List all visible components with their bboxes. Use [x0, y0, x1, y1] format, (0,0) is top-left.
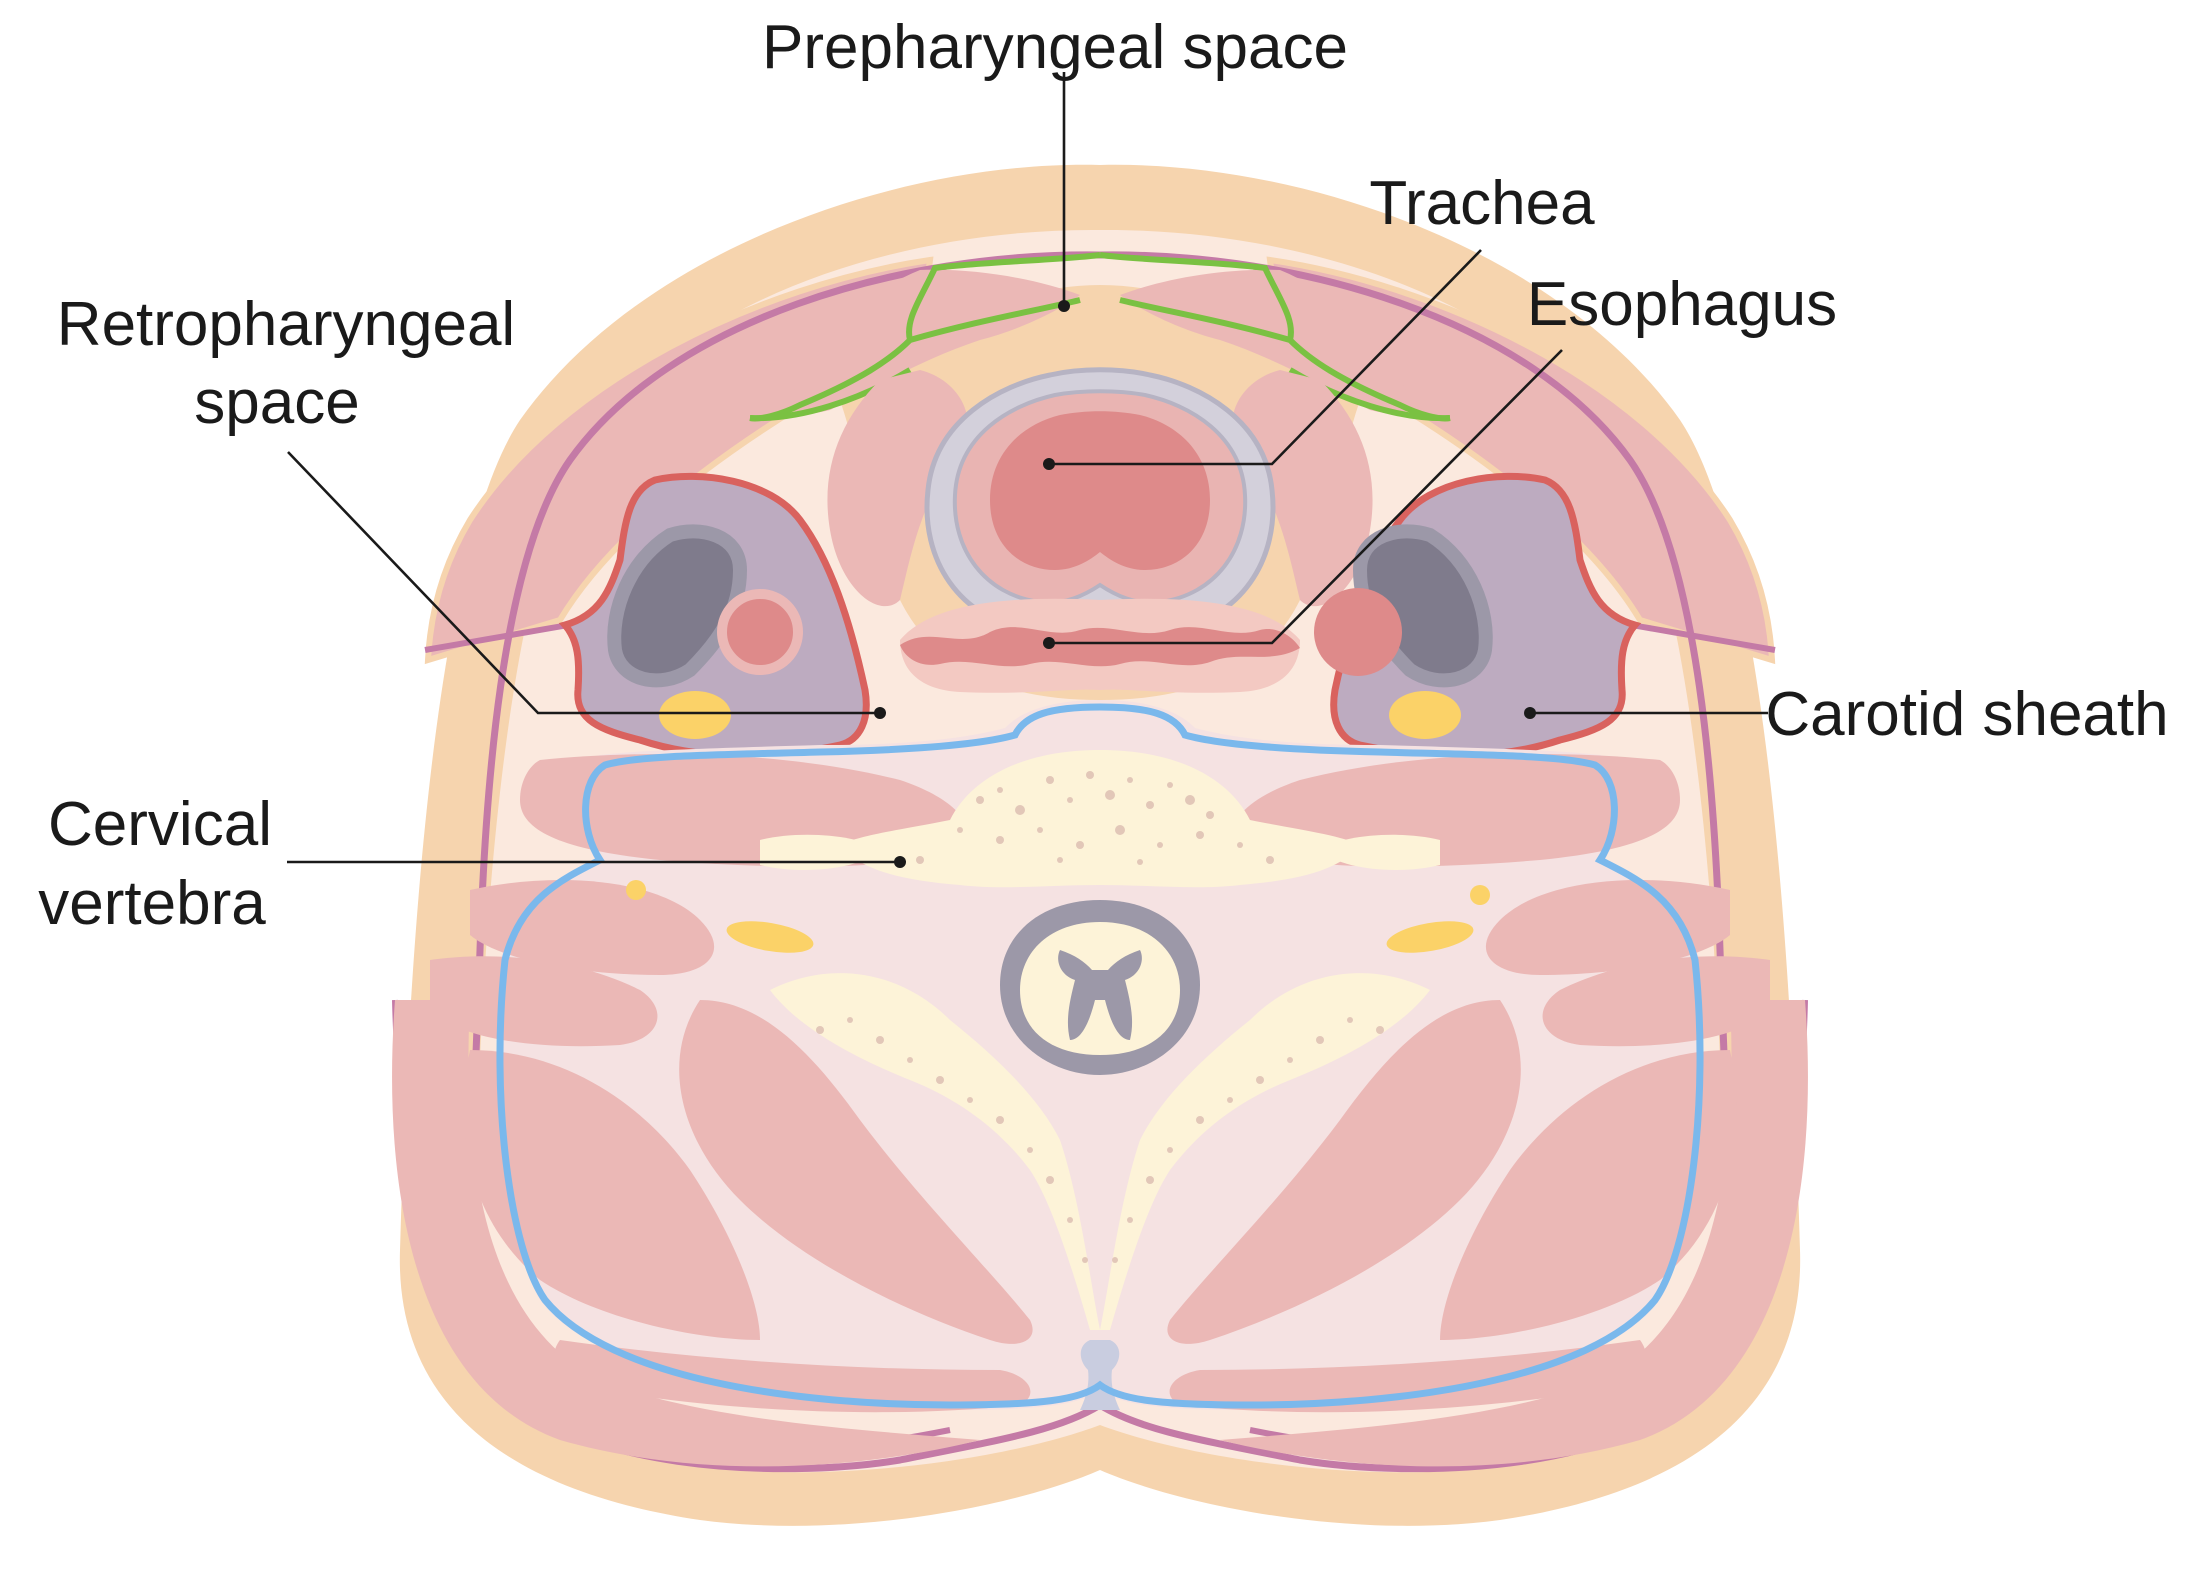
left-sternocleidomastoid-muscle [424, 256, 934, 665]
left-common-carotid-artery [717, 589, 803, 675]
left-trapezius-muscle [392, 1000, 980, 1467]
right-levator-scapulae [1542, 956, 1770, 1047]
right-nerve-root [1386, 921, 1474, 953]
prevertebral-fascia [496, 703, 1704, 1409]
vertebral-arch [770, 973, 1430, 1330]
spinal-cord-gray-matter [1058, 950, 1142, 1040]
dot-retropharyngeal [874, 707, 886, 719]
left-splenius-muscle [463, 1050, 760, 1340]
leader-esophagus [1049, 349, 1563, 645]
dot-carotid [1524, 707, 1536, 719]
dot-prepharyngeal [1058, 300, 1070, 312]
dot-cervical [894, 856, 906, 868]
dot-trachea [1043, 458, 1055, 470]
trachea-lumen [990, 411, 1210, 570]
left-nerve-root [726, 921, 814, 953]
left-vertebral-artery [626, 880, 646, 900]
esophagus-lumen [900, 627, 1300, 667]
right-vertebral-artery [1470, 885, 1490, 905]
label-cervical-line1: Cervical [48, 790, 272, 859]
left-multifidus-muscle [554, 1340, 1031, 1413]
left-levator-scapulae [430, 956, 658, 1047]
right-vagus-nerve [1389, 691, 1461, 739]
right-common-carotid-artery [1314, 588, 1402, 676]
cancellous-bone-texture [816, 771, 1384, 1263]
vertebral-body [840, 750, 1360, 888]
dot-esophagus [1043, 637, 1055, 649]
left-internal-jugular-vein [607, 524, 748, 688]
label-esophagus: Esophagus [1527, 270, 1837, 339]
label-carotid-sheath: Carotid sheath [1765, 680, 2168, 749]
leader-trachea [1049, 249, 1482, 466]
right-thyroid-lobe [1232, 370, 1373, 607]
label-cervical-line2: vertebra [38, 869, 266, 938]
left-vagus-nerve [659, 691, 731, 739]
leader-retropharyngeal [287, 451, 880, 715]
left-longus-colli [520, 754, 968, 867]
left-thyroid-lobe [827, 370, 968, 607]
right-longus-colli [1232, 754, 1680, 867]
left-semispinalis-muscle [679, 1000, 1033, 1344]
label-retropharyngeal-line1: Retropharyngeal [57, 290, 515, 359]
right-multifidus-muscle [1169, 1340, 1646, 1413]
label-prepharyngeal-space: Prepharyngeal space [762, 13, 1348, 82]
right-splenius-muscle [1440, 1050, 1737, 1340]
label-trachea: Trachea [1369, 169, 1595, 238]
right-semispinalis-muscle [1167, 1000, 1521, 1344]
pretracheal-fascia [749, 252, 1451, 422]
transverse-process-right [1320, 834, 1440, 870]
label-retropharyngeal-line2: space [194, 368, 359, 437]
right-trapezius-muscle [1220, 1000, 1808, 1467]
